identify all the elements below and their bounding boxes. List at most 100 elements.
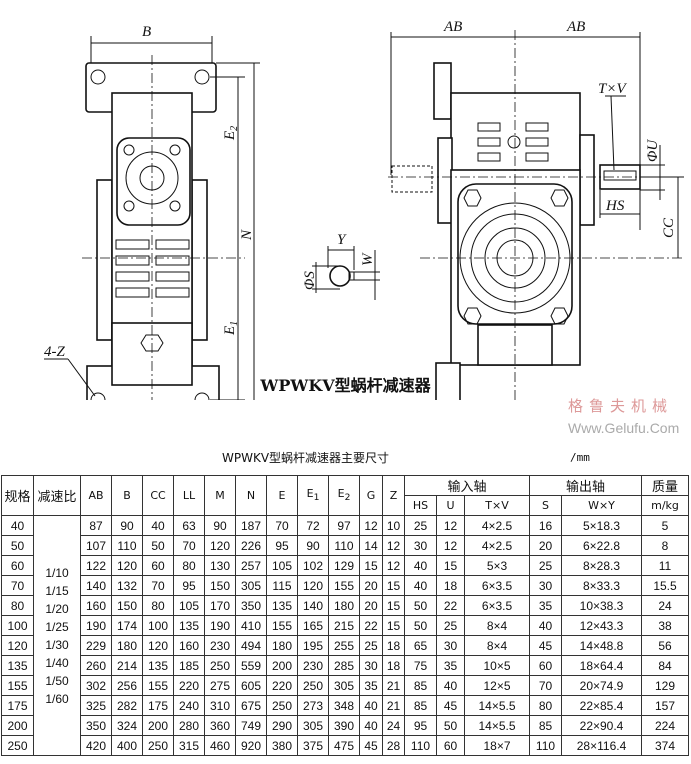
- value-cell: 8: [641, 535, 689, 556]
- dim-label-n: N: [239, 229, 255, 241]
- spec-cell: 250: [1, 735, 34, 756]
- value-cell: 250: [266, 695, 298, 716]
- ratio-value: 1/25: [45, 619, 69, 634]
- value-cell: 130: [204, 555, 236, 576]
- value-cell: 40: [404, 575, 437, 596]
- value-cell: 12: [382, 555, 405, 576]
- header-cc: CC: [142, 475, 174, 516]
- header-row: 规格 减速比 AB B CC LL M N E E1 E2 G Z 输入轴 输出…: [1, 475, 689, 516]
- value-cell: 22×85.4: [561, 695, 642, 716]
- value-cell: 350: [80, 715, 112, 736]
- value-cell: 6×22.8: [561, 535, 642, 556]
- spec-cell: 100: [1, 615, 34, 636]
- spec-cell: 175: [1, 695, 34, 716]
- drawing-caption: WPWKV型蜗杆减速器: [260, 376, 431, 395]
- value-cell: 155: [142, 675, 174, 696]
- value-cell: 35: [436, 655, 465, 676]
- value-cell: 60: [436, 735, 465, 756]
- value-cell: 290: [266, 715, 298, 736]
- value-cell: 255: [328, 635, 360, 656]
- value-cell: 120: [142, 635, 174, 656]
- header-n: N: [235, 475, 267, 516]
- spec-cell: 80: [1, 595, 34, 616]
- value-cell: 5: [641, 515, 689, 536]
- value-cell: 105: [173, 595, 205, 616]
- value-cell: 65: [404, 635, 437, 656]
- watermark-logo: 格鲁夫机械: [568, 398, 674, 415]
- value-cell: 24: [641, 595, 689, 616]
- value-cell: 28: [382, 735, 405, 756]
- cooling-fins: [115, 239, 190, 298]
- value-cell: 22: [359, 615, 383, 636]
- value-cell: 14×48.8: [561, 635, 642, 656]
- value-cell: 302: [80, 675, 112, 696]
- header-spec: 规格: [1, 475, 34, 516]
- value-cell: 22: [436, 595, 465, 616]
- table-unit: /mm: [570, 451, 590, 464]
- fins-top: [477, 122, 549, 162]
- value-cell: 140: [80, 575, 112, 596]
- value-cell: 56: [641, 635, 689, 656]
- value-cell: 310: [204, 695, 236, 716]
- value-cell: 20: [359, 575, 383, 596]
- header-hs: HS: [404, 495, 437, 516]
- value-cell: 150: [111, 595, 143, 616]
- value-cell: 90: [111, 515, 143, 536]
- value-cell: 475: [328, 735, 360, 756]
- value-cell: 15: [382, 615, 405, 636]
- ratio-value: 1/30: [45, 637, 69, 652]
- value-cell: 75: [404, 655, 437, 676]
- value-cell: 220: [173, 675, 205, 696]
- value-cell: 185: [173, 655, 205, 676]
- value-cell: 25: [359, 635, 383, 656]
- value-cell: 749: [235, 715, 267, 736]
- value-cell: 129: [328, 555, 360, 576]
- header-t-x-v: T×V: [464, 495, 530, 516]
- value-cell: 375: [297, 735, 329, 756]
- svg-text:E2: E2: [222, 126, 240, 141]
- value-cell: 18: [382, 635, 405, 656]
- value-cell: 14×5.5: [464, 695, 530, 716]
- ratio-value: 1/10: [45, 565, 69, 580]
- dim-label-phi-s: ΦS: [302, 271, 318, 290]
- value-cell: 8×28.3: [561, 555, 642, 576]
- header-ll: LL: [173, 475, 205, 516]
- value-cell: 325: [80, 695, 112, 716]
- value-cell: 175: [142, 695, 174, 716]
- value-cell: 230: [204, 635, 236, 656]
- value-cell: 390: [328, 715, 360, 736]
- header-ratio: 减速比: [33, 475, 81, 516]
- value-cell: 180: [328, 595, 360, 616]
- value-cell: 160: [80, 595, 112, 616]
- value-cell: 12×5: [464, 675, 530, 696]
- value-cell: 70: [529, 675, 562, 696]
- value-cell: 157: [641, 695, 689, 716]
- value-cell: 180: [111, 635, 143, 656]
- dim-label-ab-right: AB: [566, 19, 585, 35]
- value-cell: 305: [297, 715, 329, 736]
- value-cell: 30: [529, 575, 562, 596]
- value-cell: 494: [235, 635, 267, 656]
- value-cell: 8×4: [464, 615, 530, 636]
- value-cell: 675: [235, 695, 267, 716]
- value-cell: 24: [382, 715, 405, 736]
- value-cell: 12: [359, 515, 383, 536]
- value-cell: 20: [359, 595, 383, 616]
- ratio-value: 1/60: [45, 691, 69, 706]
- dim-label-e1-sub: 1: [229, 321, 240, 326]
- header-b: B: [111, 475, 143, 516]
- dim-label-hs: HS: [605, 198, 625, 214]
- value-cell: 25: [529, 555, 562, 576]
- value-cell: 305: [235, 575, 267, 596]
- value-cell: 15: [359, 555, 383, 576]
- value-cell: 102: [297, 555, 329, 576]
- value-cell: 229: [80, 635, 112, 656]
- value-cell: 40: [436, 675, 465, 696]
- dim-label-t-x-v: T×V: [598, 81, 627, 97]
- value-cell: 135: [142, 655, 174, 676]
- value-cell: 50: [404, 595, 437, 616]
- value-cell: 174: [111, 615, 143, 636]
- value-cell: 85: [404, 675, 437, 696]
